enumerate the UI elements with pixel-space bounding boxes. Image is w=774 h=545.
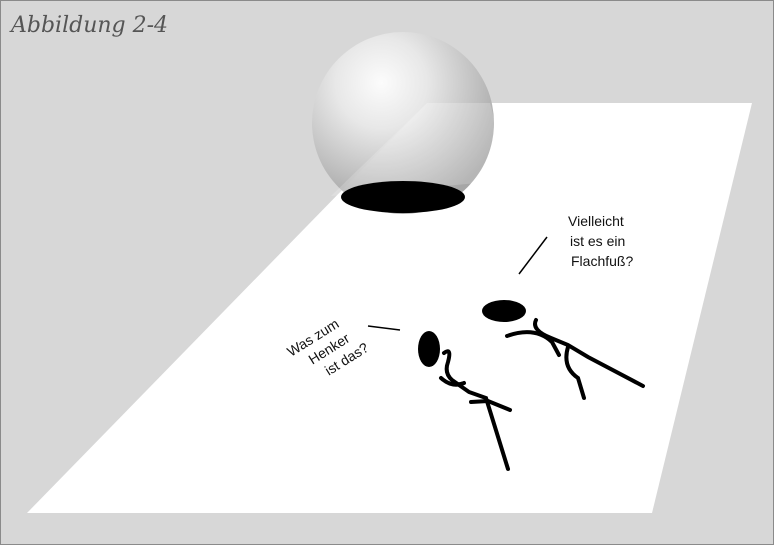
speech-right-line-1: Vielleicht <box>568 213 624 229</box>
speech-right-line-2: ist es ein <box>570 233 625 249</box>
speech-right-line-3: Flachfuß? <box>571 253 633 269</box>
sphere-shadow <box>341 181 465 213</box>
speech-right: Vielleicht ist es ein Flachfuß? <box>568 213 633 269</box>
